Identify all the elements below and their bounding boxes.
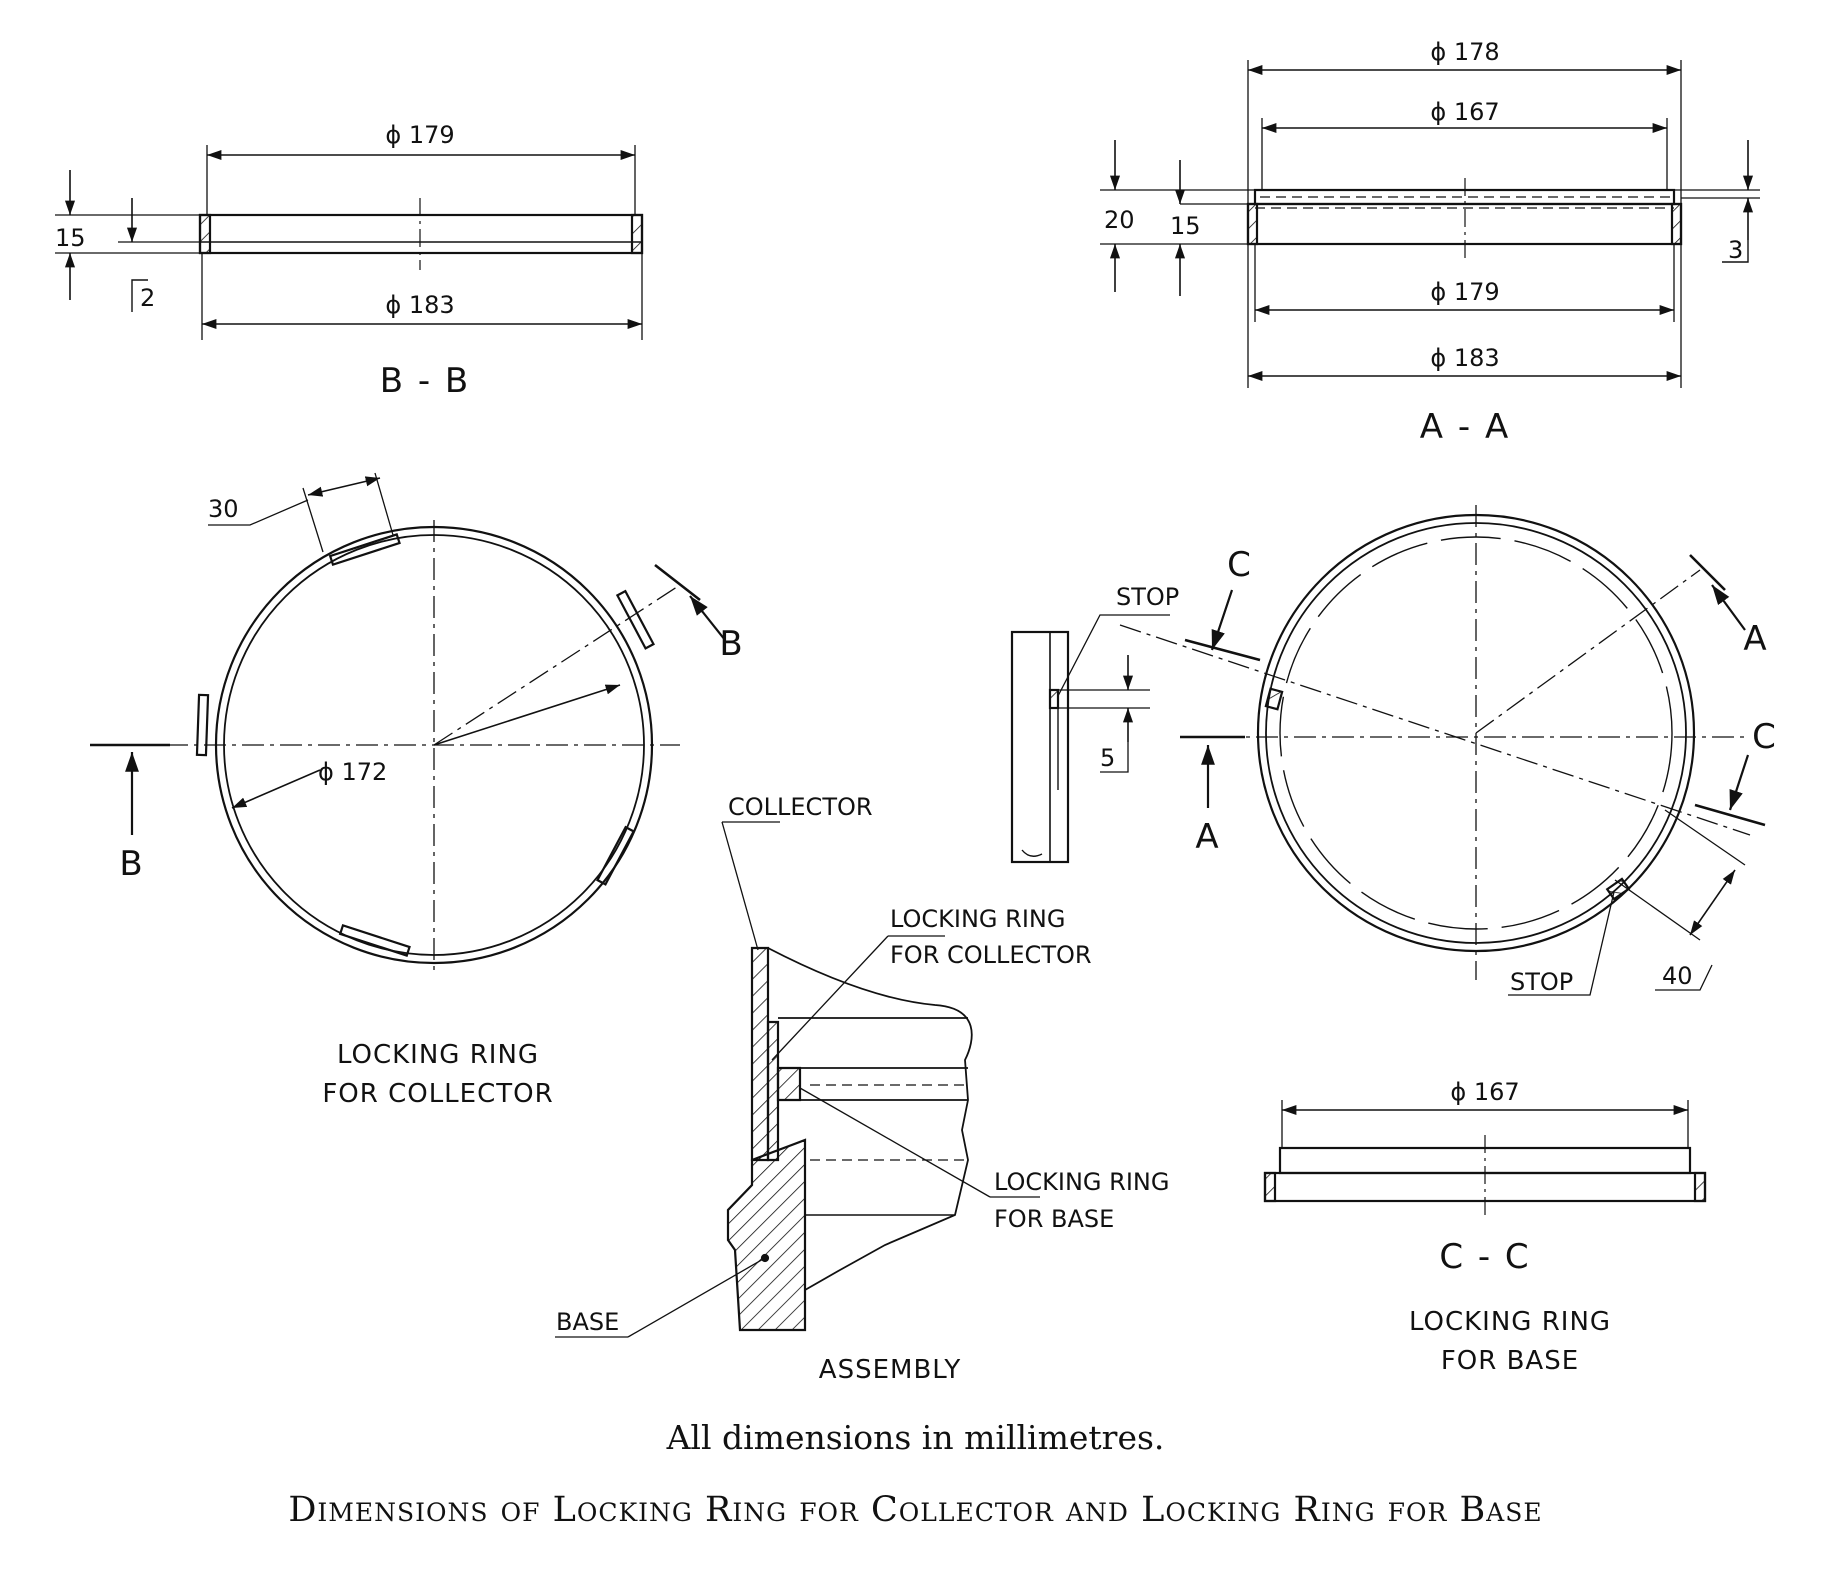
stop-detail-body: [1010, 630, 1070, 864]
dim-183-label: ϕ 183: [385, 291, 454, 319]
ring-for-collector-view: [90, 472, 726, 975]
stop-label: STOP: [1510, 968, 1573, 996]
ring-collector-label-line1: LOCKING RING: [337, 1040, 539, 1070]
dim-179-label: ϕ 179: [385, 121, 454, 149]
section-mark-b-right: B: [719, 624, 744, 664]
section-aa: [1100, 60, 1760, 388]
dim-15-label: 15: [1170, 212, 1201, 240]
assembly-ring-collector: [766, 1020, 780, 1162]
assembly-view: [555, 821, 1040, 1338]
ring-base-label-line2: FOR BASE: [1441, 1346, 1579, 1376]
stop-detail-labels: STOP 5: [1100, 583, 1179, 772]
ring-collector-labels: 30 ϕ 172 B B LOCKING RING FOR COLLECTOR: [119, 495, 744, 1109]
ring-collector-label-1: LOCKING RING: [890, 905, 1065, 933]
assembly-labels: ASSEMBLY COLLECTOR LOCKING RING FOR COLL…: [556, 793, 1169, 1385]
section-mark-c-right: C: [1752, 717, 1778, 757]
section-bb-labels: B - B ϕ 179 ϕ 183 15 2: [55, 121, 471, 401]
section-mark-c-left: C: [1227, 545, 1253, 585]
dim-2-label: 2: [140, 284, 155, 312]
ring-base-label-2: FOR BASE: [994, 1205, 1114, 1233]
dim-40-label: 40: [1662, 962, 1693, 990]
dim-183-label: ϕ 183: [1430, 344, 1499, 372]
ring-base-label-line1: LOCKING RING: [1409, 1307, 1611, 1337]
section-bb: [55, 145, 644, 340]
section-bb-ring-body: [198, 213, 644, 255]
section-cc-labels: ϕ 167 C - C LOCKING RING FOR BASE: [1409, 1078, 1611, 1376]
dim-15-label: 15: [55, 224, 86, 252]
dim-167-label: ϕ 167: [1430, 98, 1499, 126]
section-mark-a-left: A: [1195, 817, 1220, 857]
dim-167-label: ϕ 167: [1450, 1078, 1519, 1106]
figure-caption: Dimensions of Locking Ring for Collector…: [288, 1490, 1543, 1530]
dim-30-label: 30: [208, 495, 239, 523]
stop-label: STOP: [1116, 583, 1179, 611]
ring-collector-label-2: FOR COLLECTOR: [890, 941, 1092, 969]
section-cc: [1263, 1100, 1707, 1220]
section-bb-title: B - B: [380, 361, 471, 401]
section-aa-title: A - A: [1420, 407, 1510, 447]
dim-20-label: 20: [1104, 206, 1135, 234]
units-note: All dimensions in millimetres.: [666, 1418, 1165, 1457]
stop-detail: [1010, 614, 1170, 864]
dim-5-label: 5: [1100, 744, 1115, 772]
dim-178-label: ϕ 178: [1430, 38, 1499, 66]
assembly-title: ASSEMBLY: [819, 1355, 961, 1385]
dim-172-label: ϕ 172: [318, 758, 387, 786]
assembly-collector: [750, 946, 770, 1162]
dim-179-label: ϕ 179: [1430, 278, 1499, 306]
ring-base-labels: A A C C STOP 40: [1195, 545, 1778, 996]
ring-collector-label-line2: FOR COLLECTOR: [322, 1079, 553, 1109]
section-mark-b-left: B: [119, 844, 144, 884]
collector-label: COLLECTOR: [728, 793, 873, 821]
base-label: BASE: [556, 1308, 619, 1336]
section-cc-title: C - C: [1439, 1237, 1530, 1277]
section-aa-labels: A - A ϕ 178 ϕ 167 ϕ 179 ϕ 183 20 15 3: [1104, 38, 1743, 447]
dim-3-label: 3: [1728, 236, 1743, 264]
assembly-base: [726, 1138, 807, 1332]
section-mark-a-right: A: [1743, 619, 1768, 659]
ring-base-label-1: LOCKING RING: [994, 1168, 1169, 1196]
assembly-ring-base: [776, 1066, 802, 1102]
ring-for-base-view: [1119, 505, 1766, 996]
